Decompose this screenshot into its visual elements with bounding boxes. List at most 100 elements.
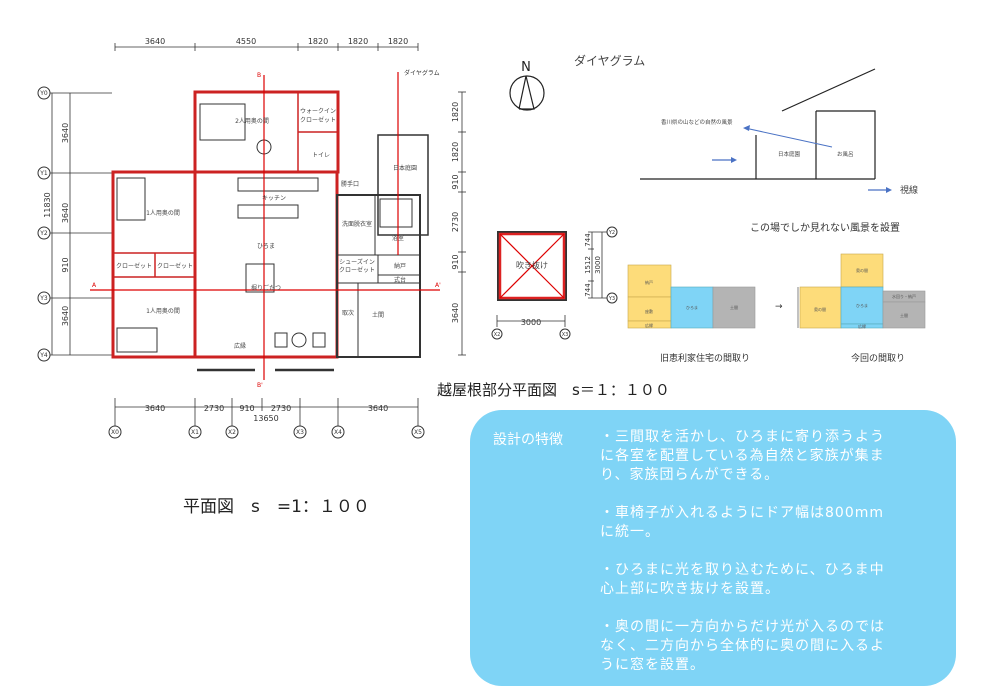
room-label: 掘りごたつ — [251, 284, 281, 292]
design-features-card: 設計の特徴 ・三間取を活かし、ひろまに寄り添うように各室を配置している為自然と家… — [470, 410, 956, 686]
grid-label: Y0 — [39, 90, 48, 97]
grid-label: Y2 — [608, 230, 615, 236]
dim-label: 910 — [61, 257, 70, 272]
layout-room: 土間 — [730, 304, 738, 310]
room-label: 勝手口 — [341, 180, 359, 188]
feature-item: ・車椅子が入れるようにドア幅は800mmに統一。 — [600, 505, 884, 540]
dim-total: 13650 — [253, 414, 278, 423]
room-label: クローゼット — [339, 266, 375, 274]
dim-label: 1820 — [348, 37, 368, 46]
old-layout — [627, 264, 756, 329]
feature-item: ・三間取を活かし、ひろまに寄り添うように各室を配置している為自然と家族が集まり、… — [600, 429, 885, 483]
grid-label: X4 — [334, 429, 342, 436]
north-label: N — [521, 60, 531, 75]
layout-room: 広縁 — [858, 323, 866, 329]
section-lines — [90, 72, 440, 380]
void-label: 吹き抜け — [516, 260, 548, 270]
grid-label: X2 — [228, 429, 236, 436]
layout-room: 納戸 — [645, 279, 653, 285]
diagram-label: 日本庭園 — [778, 150, 801, 158]
arrow-icon: → — [775, 302, 783, 312]
dim-label: 3640 — [368, 404, 388, 413]
dim-label: 1512 — [584, 256, 592, 274]
dim-label: 2730 — [271, 404, 291, 413]
diagram-label: 香川県の山などの自然の風景 — [661, 118, 733, 126]
diagram-label: お風呂 — [837, 151, 854, 158]
room-label: トイレ — [312, 152, 330, 159]
left-dimensions — [40, 92, 112, 356]
dim-label: 3640 — [145, 37, 165, 46]
room-label: シューズイン — [339, 258, 375, 266]
room-label: ウォークイン — [300, 107, 336, 115]
dim-label: 744 — [584, 283, 592, 297]
dim-label: 3640 — [145, 404, 165, 413]
grid-label: X1 — [191, 429, 199, 436]
room-label: 浴室 — [392, 234, 404, 242]
grid-label: X3 — [562, 332, 569, 338]
y-grid-markers: Y0 Y1 Y2 Y3 Y4 — [37, 86, 51, 362]
dim-label: 3640 — [61, 203, 70, 223]
room-label: クローゼット — [300, 116, 336, 124]
room-label: 式台 — [394, 276, 406, 284]
floor-plan — [111, 90, 429, 372]
dim-label: 1820 — [451, 142, 460, 162]
layout-room: 土間 — [900, 312, 908, 318]
dim-label: 3000 — [521, 318, 541, 327]
section-label: B — [257, 72, 261, 79]
dim-label: 3640 — [451, 303, 460, 323]
grid-label: Y3 — [39, 295, 48, 302]
grid-label: X5 — [414, 429, 422, 436]
room-label: 1人用奥の間 — [146, 307, 180, 315]
layout-room: 奥の間 — [814, 306, 826, 312]
room-label: クローゼット — [116, 262, 152, 270]
grid-label: Y1 — [39, 170, 48, 177]
feature-item: ・ひろまに光を取り込むために、ひろま中心上部に吹き抜けを設置。 — [600, 562, 885, 597]
bottom-dimensions — [114, 398, 419, 426]
room-label: クローゼット — [157, 262, 193, 270]
layout-room: 広縁 — [645, 322, 653, 328]
room-label: 広縁 — [234, 342, 246, 350]
room-label: 洗面脱衣室 — [342, 220, 372, 228]
layout-room: ひろま — [856, 302, 868, 308]
features-title: 設計の特徴 — [493, 432, 563, 448]
void-plan: 吹き抜け 744 1512 744 3000 3000 Y2 Y3 X2 X3 — [491, 226, 618, 340]
dim-label: 3640 — [61, 123, 70, 143]
dim-label: 744 — [584, 233, 592, 247]
room-label: 1人用奥の間 — [146, 209, 180, 217]
dim-label: 2730 — [451, 212, 460, 232]
grid-label: Y3 — [608, 296, 615, 302]
feature-item: ・奥の間に一方向からだけ光が入るのではなく、二方向から全体的に奥の間に入るように… — [600, 619, 885, 673]
room-label: 納戸 — [394, 262, 406, 270]
dim-label: 1820 — [308, 37, 328, 46]
dim-label: 910 — [239, 404, 254, 413]
room-label: 2人用奥の間 — [235, 117, 269, 125]
layout-room: 奥の間 — [856, 267, 868, 273]
north-arrow-icon: N — [509, 60, 545, 111]
section-label: ダイヤグラム — [404, 69, 440, 77]
grid-label: Y2 — [39, 230, 48, 237]
sightline-legend: 視線 — [900, 184, 918, 196]
room-label: キッチン — [262, 195, 286, 202]
compare-title: この場でしか見れない風景を設置 — [750, 221, 900, 234]
dim-label: 1820 — [388, 37, 408, 46]
features-list: ・三間取を活かし、ひろまに寄り添うように各室を配置している為自然と家族が集まり、… — [600, 428, 890, 692]
void-plan-caption: 越屋根部分平面図 s＝１：１００ — [437, 381, 670, 399]
diagram-title: ダイヤグラム — [574, 53, 645, 68]
room-labels: 2人用奥の間 ウォークイン クローゼット トイレ キッチン 1人用奥の間 1人用… — [116, 107, 417, 350]
section-label: A' — [435, 282, 441, 289]
dim-label: 11830 — [43, 192, 52, 217]
new-layout — [797, 253, 926, 329]
dim-label: 3640 — [61, 306, 70, 326]
x-grid-markers: X0 X1 X2 X3 X4 X5 — [108, 425, 425, 439]
layout-room: ひろま — [686, 304, 698, 310]
top-dimensions — [114, 43, 419, 51]
room-label: ひろま — [257, 243, 275, 250]
room-label: 日本庭園 — [393, 164, 417, 172]
dim-label: 4550 — [236, 37, 256, 46]
grid-label: X0 — [111, 429, 119, 436]
room-service — [336, 194, 421, 358]
floor-plan-caption: 平面図 s =1：１００ — [183, 497, 370, 517]
section-label: B' — [257, 382, 263, 389]
